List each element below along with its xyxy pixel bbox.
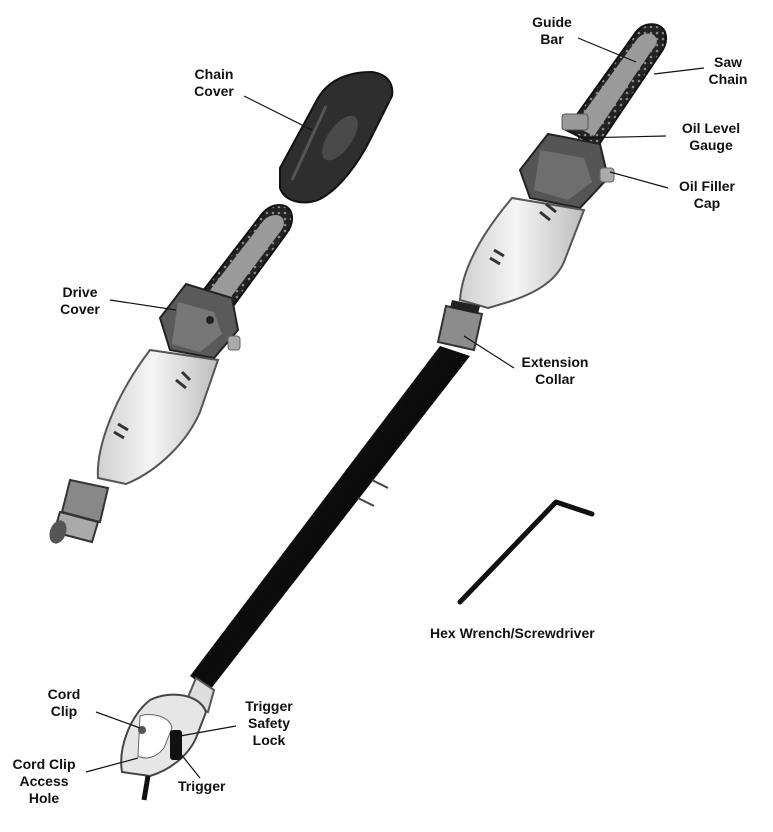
label-saw-chain: Saw Chain <box>708 54 748 87</box>
hex-wrench <box>457 499 595 605</box>
label-drive-cover: Drive Cover <box>60 284 100 317</box>
label-trigger-safety-lock: Trigger Safety Lock <box>245 698 293 748</box>
label-extension-collar: Extension Collar <box>521 354 589 387</box>
detached-saw-head <box>49 204 294 544</box>
assembled-pole-saw <box>120 23 668 801</box>
label-oil-level-gauge: Oil Level Gauge <box>681 120 741 153</box>
leader-lines <box>85 37 705 779</box>
label-guide-bar: Guide Bar <box>532 14 572 47</box>
label-hex-wrench: Hex Wrench/Screwdriver <box>430 625 595 641</box>
label-chain-cover: Chain Cover <box>194 66 234 99</box>
label-trigger: Trigger <box>178 778 226 794</box>
label-cord-clip-access-hole: Cord Clip Access Hole <box>12 756 76 806</box>
label-cord-clip: Cord Clip <box>47 686 81 719</box>
label-oil-filler-cap: Oil Filler Cap <box>678 178 735 211</box>
chain-cover <box>279 70 394 204</box>
